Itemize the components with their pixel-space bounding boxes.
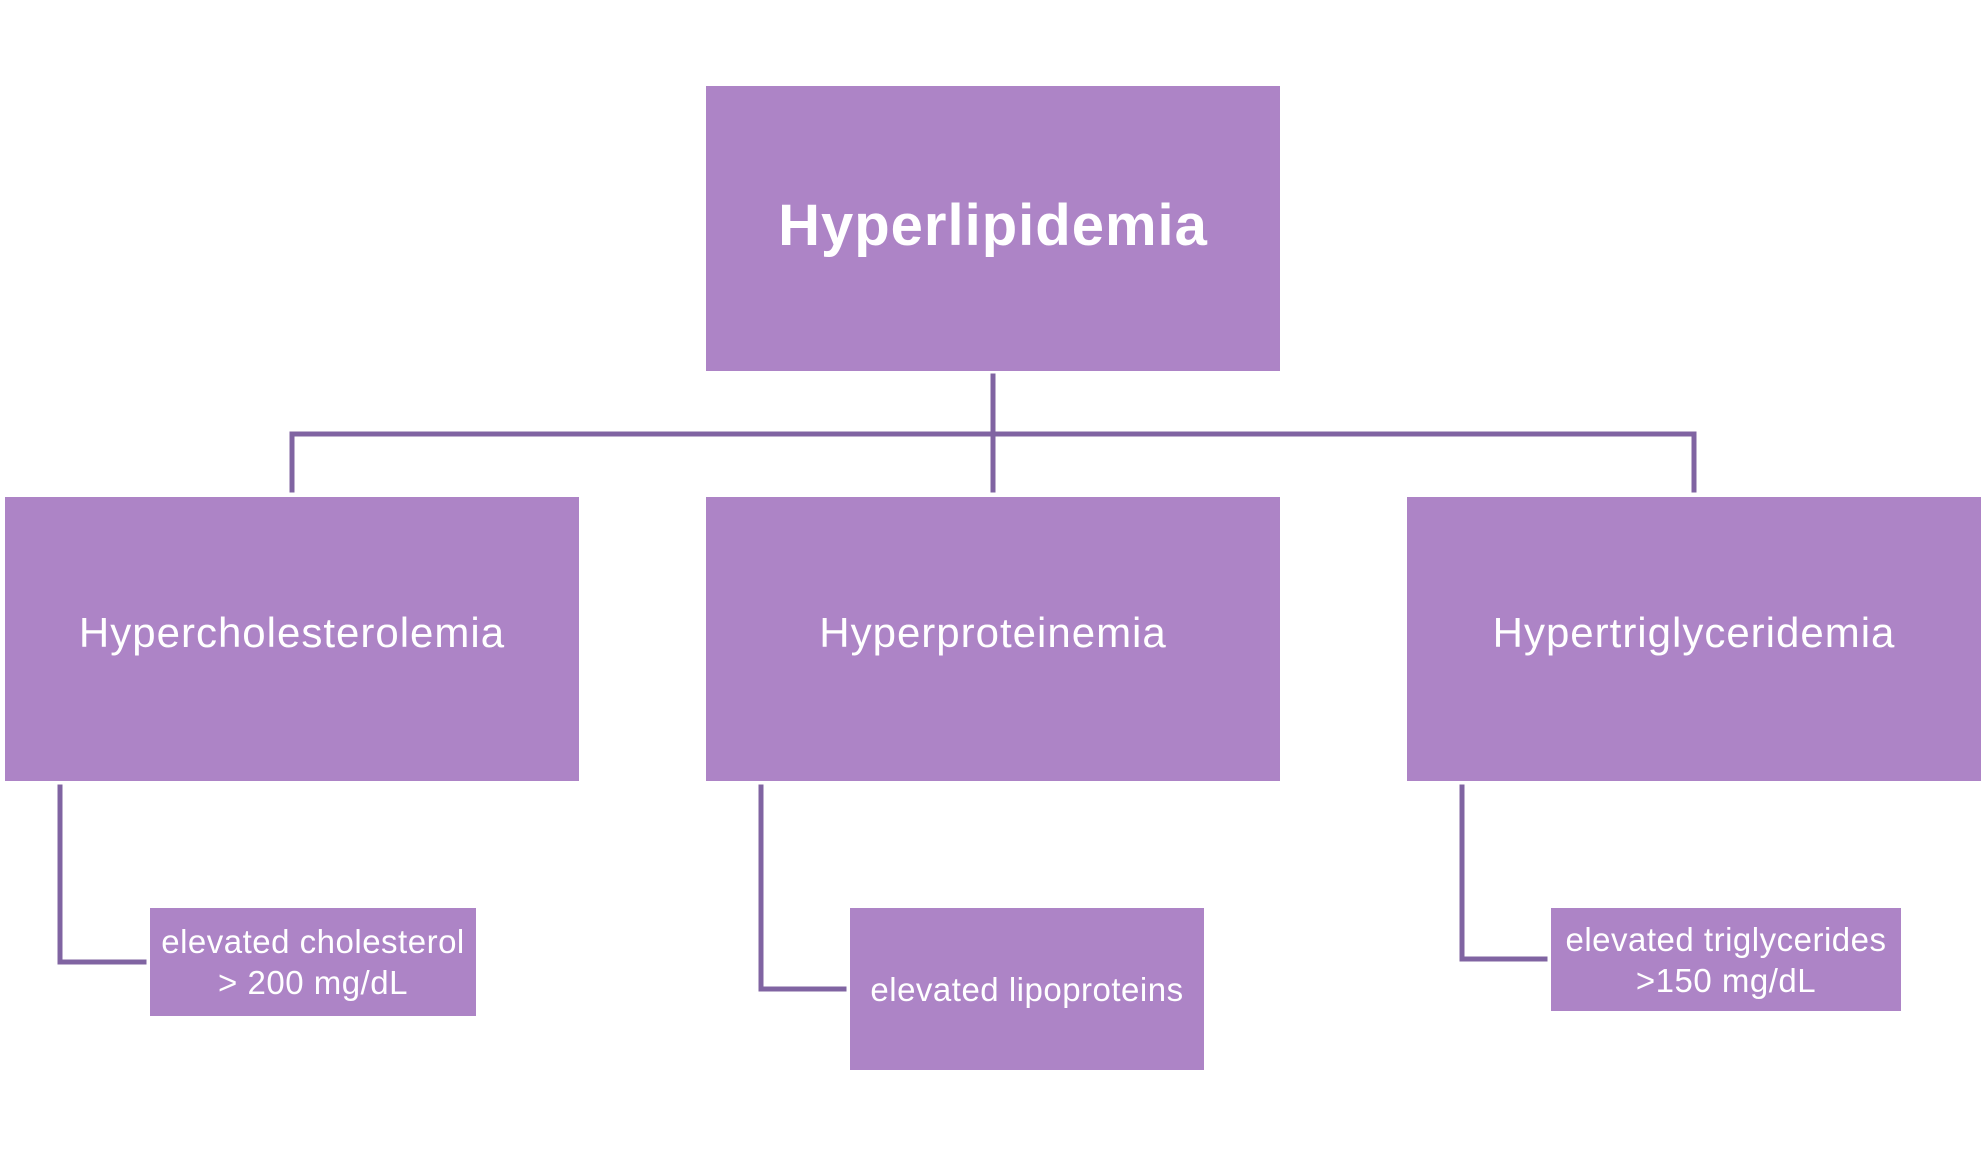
elbow-lipoproteins xyxy=(758,784,847,992)
node-hyperlipidemia: Hyperlipidemia xyxy=(706,86,1280,371)
detail-lipoproteins: elevated lipoproteins xyxy=(850,908,1204,1070)
node-label: Hypertriglyceridemia xyxy=(1492,609,1896,656)
detail-cholesterol: elevated cholesterol > 200 mg/dL xyxy=(150,908,476,1016)
elbow-triglycerides xyxy=(1459,784,1548,962)
node-label: Hyperproteinemia xyxy=(819,609,1167,656)
detail-line: elevated cholesterol xyxy=(161,923,465,960)
detail-line: elevated lipoproteins xyxy=(870,970,1184,1008)
elbow-cholesterol xyxy=(57,784,147,965)
node-hypertriglyceridemia: Hypertriglyceridemia xyxy=(1407,497,1981,781)
detail-line: > 200 mg/dL xyxy=(218,964,408,1001)
detail-line: elevated triglycerides xyxy=(1565,920,1887,958)
node-label: Hyperlipidemia xyxy=(778,193,1208,258)
node-hyperproteinemia: Hyperproteinemia xyxy=(706,497,1280,781)
node-hypercholesterolemia: Hypercholesterolemia xyxy=(5,497,579,781)
node-label: Hypercholesterolemia xyxy=(78,609,506,656)
detail-line: >150 mg/dL xyxy=(1635,961,1817,999)
detail-triglycerides: elevated triglycerides >150 mg/dL xyxy=(1551,908,1901,1011)
